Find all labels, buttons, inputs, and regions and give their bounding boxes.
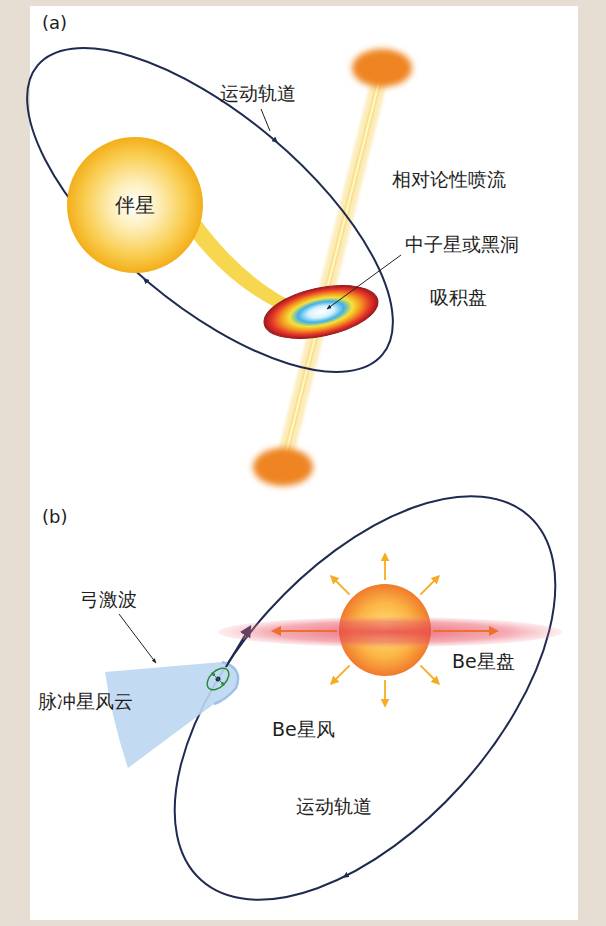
panel-a-art: [0, 0, 443, 486]
jet-label: 相对论性喷流: [392, 168, 506, 192]
wind-arrow: [384, 680, 386, 706]
wind-arrow: [384, 554, 386, 580]
be-disk: [218, 617, 562, 647]
nebula-label: 脉冲星风云: [38, 690, 133, 714]
companion-star: 伴星: [67, 137, 203, 273]
panel: [30, 6, 578, 920]
jet-blob: [253, 448, 313, 486]
panel-b-art: [104, 429, 606, 926]
orbit-label: 运动轨道: [296, 795, 372, 819]
pulsar-wind-arrow: [218, 679, 224, 685]
orbit-front: [0, 0, 443, 427]
wind-arrow: [331, 576, 349, 594]
wind-arrow: [331, 665, 349, 683]
jet: [283, 70, 382, 465]
disk-outflow-arrow: [433, 630, 497, 632]
orbit: [0, 0, 443, 427]
panel-label: (a): [42, 12, 67, 35]
pulsar: [203, 664, 233, 694]
orbit-arrow: [265, 132, 277, 142]
compact-object-label: 中子星或黑洞: [405, 233, 519, 257]
leader-line: [327, 255, 401, 309]
wind-label: Be星风: [272, 718, 335, 742]
jet-glow: [283, 70, 382, 465]
jet-blob: [352, 49, 412, 87]
bow-shock-label: 弓激波: [80, 588, 137, 612]
leader-line: [261, 109, 270, 131]
panel-label: (b): [42, 506, 67, 529]
wind-arrow: [420, 665, 438, 683]
be-disk-label: Be星盘: [452, 650, 515, 674]
disk-outflow-arrow: [273, 630, 337, 632]
jet-core: [283, 70, 382, 465]
orbit-label: 运动轨道: [220, 82, 296, 106]
accretion-disk: [259, 276, 382, 347]
be-disk-outflow: [273, 631, 497, 632]
orbit-arrow: [344, 868, 358, 877]
pulsar-wind-arrow: [212, 673, 218, 679]
star-disk: [67, 137, 203, 273]
star-label: 伴星: [115, 193, 155, 217]
disk-label: 吸积盘: [430, 286, 487, 310]
wind-arrow: [420, 576, 438, 594]
pulsar-wind-nebula: [105, 662, 238, 768]
orbit-arrow: [144, 279, 156, 289]
leader-line: [119, 614, 156, 663]
orbit: [104, 429, 606, 926]
